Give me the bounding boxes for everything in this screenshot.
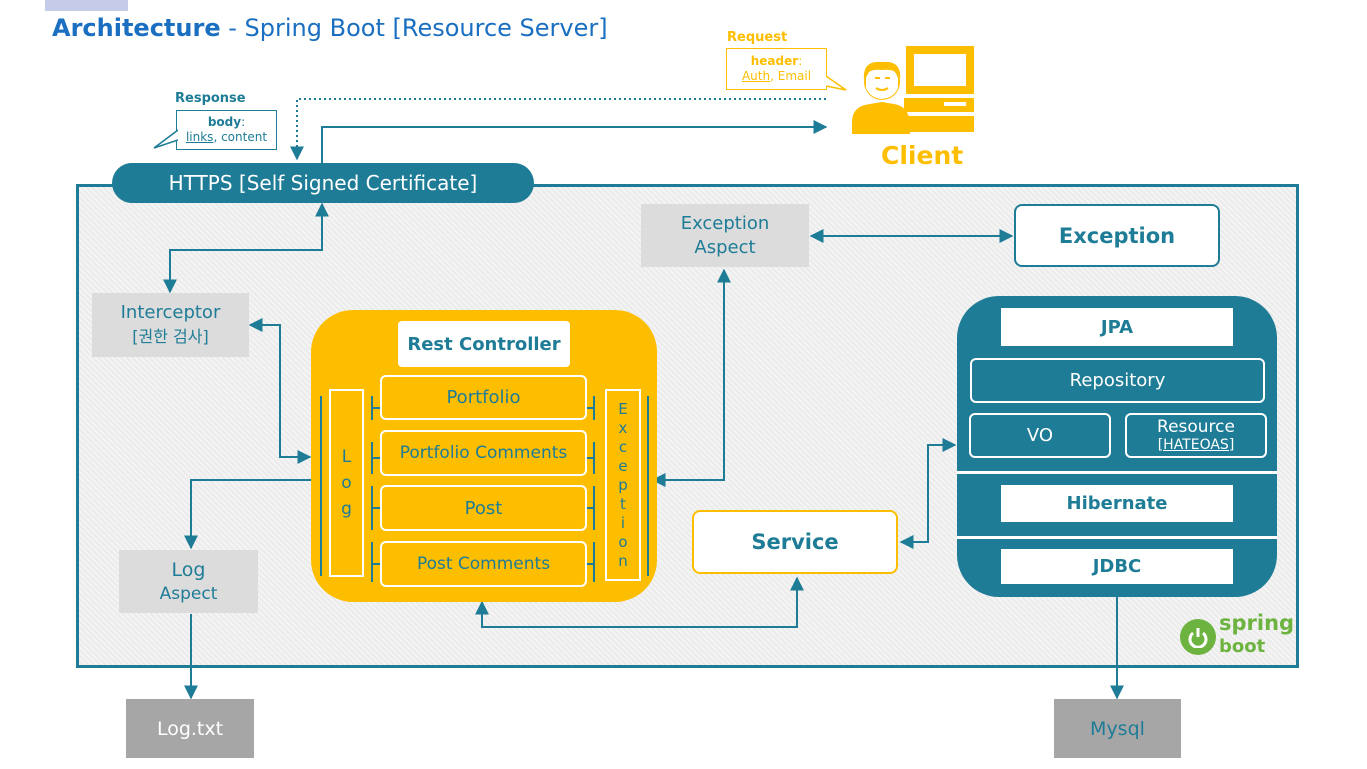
resource-box: Resource [HATEOAS]	[1125, 413, 1267, 458]
request-label: Request	[727, 30, 788, 45]
https-pill: HTTPS [Self Signed Certificate]	[112, 163, 534, 203]
log-txt-box: Log.txt	[126, 699, 254, 758]
https-label: HTTPS [Self Signed Certificate]	[168, 171, 478, 195]
interceptor-subtitle: [권한 검사]	[132, 327, 209, 346]
resource-line1: Resource	[1157, 416, 1235, 437]
response-bubble-tail	[153, 129, 178, 149]
request-auth: Auth	[741, 69, 771, 83]
persistence-divider-1	[957, 471, 1277, 474]
response-content: content	[221, 130, 268, 144]
service-box: Service	[692, 510, 898, 574]
response-body-key: body	[207, 115, 242, 129]
jpa-box: JPA	[1001, 308, 1233, 346]
request-header-key: header	[750, 54, 799, 68]
exception-aspect-line1: Exception	[680, 212, 770, 234]
exception-aspect-box: Exception Aspect	[641, 204, 809, 267]
title-bold: Architecture	[52, 14, 221, 42]
interceptor-title: Interceptor	[120, 302, 221, 323]
corner-accent	[45, 0, 128, 11]
response-label: Response	[175, 91, 246, 106]
repository-box: Repository	[970, 358, 1265, 403]
resource-line2: [HATEOAS]	[1157, 436, 1235, 453]
controller-item-post-comments: Post Comments	[380, 541, 587, 587]
https-interceptor-arrow	[163, 202, 329, 294]
log-logaspect-arrow	[184, 479, 320, 550]
service-persistence-arrow	[899, 438, 957, 549]
exception-label: Exception	[1058, 223, 1176, 248]
log-column: L o g	[329, 389, 364, 577]
request-arrow	[290, 98, 826, 161]
spring-power-icon	[1180, 619, 1216, 655]
interceptor-log-arrow	[248, 318, 312, 464]
exception-column: E x c e p t i o n	[605, 389, 641, 581]
rest-controller-title: Rest Controller	[398, 321, 570, 367]
page-title: Architecture - Spring Boot [Resource Ser…	[52, 14, 608, 42]
spring-boot-logo: spring boot	[1180, 611, 1295, 660]
hibernate-box: Hibernate	[1001, 485, 1233, 522]
controller-service-arrow	[475, 576, 804, 628]
service-label: Service	[751, 530, 839, 554]
item-brackets	[371, 396, 595, 582]
interceptor-box: Interceptor [권한 검사]	[92, 293, 249, 357]
request-email: Email	[777, 69, 812, 83]
right-rail	[647, 396, 649, 576]
left-rail	[320, 396, 322, 576]
log-aspect-line2: Aspect	[159, 583, 218, 604]
exception-box: Exception	[1014, 204, 1220, 267]
client-computer-icon	[852, 46, 974, 134]
vo-box: VO	[969, 413, 1111, 458]
spring-logo-bottom: boot	[1219, 636, 1266, 657]
response-bubble: body: links, content	[176, 110, 277, 150]
controller-item-post: Post	[380, 485, 587, 531]
exception-aspect-line2: Aspect	[694, 236, 756, 258]
controller-item-portfolio: Portfolio	[380, 375, 587, 420]
mysql-box: Mysql	[1054, 699, 1181, 758]
spring-logo-top: spring	[1219, 611, 1295, 635]
title-rest: - Spring Boot [Resource Server]	[220, 14, 608, 42]
log-aspect-box: Log Aspect	[119, 550, 258, 613]
request-bubble: header: Auth, Email	[726, 48, 827, 90]
jdbc-box: JDBC	[1001, 549, 1233, 584]
client-label: Client	[881, 141, 964, 170]
response-links: links	[185, 130, 214, 144]
persistence-divider-2	[957, 536, 1277, 539]
controller-item-portfolio-comments: Portfolio Comments	[380, 430, 587, 476]
exception-column-aspect-arrow	[651, 268, 731, 487]
response-arrow	[321, 120, 828, 165]
request-bubble-tail	[826, 75, 847, 91]
log-aspect-line1: Log	[171, 558, 206, 581]
